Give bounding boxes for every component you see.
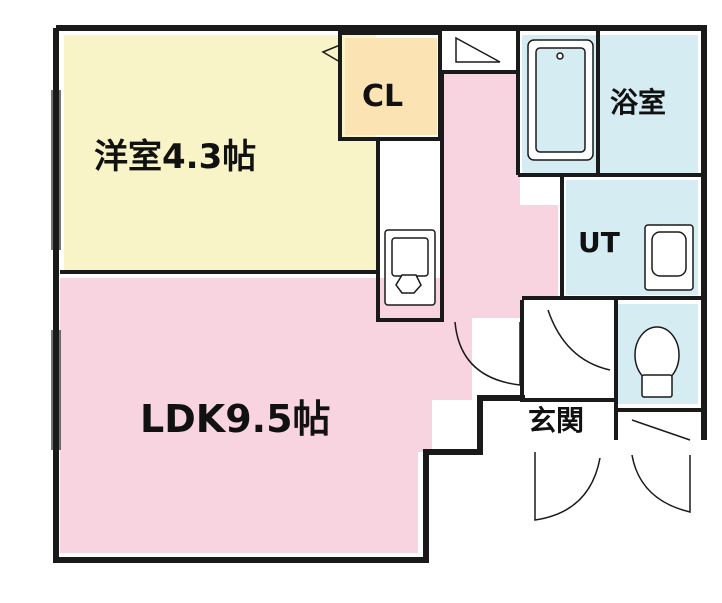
windows: [51, 90, 61, 450]
entrance-label: 玄関: [528, 404, 584, 437]
toilet-door-swing: [547, 309, 611, 371]
outer-walls: [53, 25, 707, 563]
closet-door-swing: [321, 43, 341, 64]
wc-door-swing: [455, 36, 501, 63]
stove-burner: [395, 274, 422, 294]
front-door-left-swing: [534, 452, 601, 521]
ldk-area: [60, 278, 472, 553]
corridor-area: [440, 72, 558, 318]
closet-area: [345, 38, 437, 135]
western-room-label: 洋室4.3帖: [94, 137, 256, 177]
interior-walls: [60, 30, 704, 440]
ldk-label: LDK9.5帖: [140, 397, 331, 441]
entrance-door-swing-left: [454, 321, 521, 386]
utility-label: UT: [578, 226, 620, 259]
front-door-right-swing: [631, 454, 691, 513]
bathroom-label: 浴室: [610, 86, 666, 119]
closet-label: CL: [362, 79, 403, 114]
western-room-area: [64, 35, 376, 270]
doors: [321, 36, 691, 521]
fixtures: [384, 39, 694, 398]
